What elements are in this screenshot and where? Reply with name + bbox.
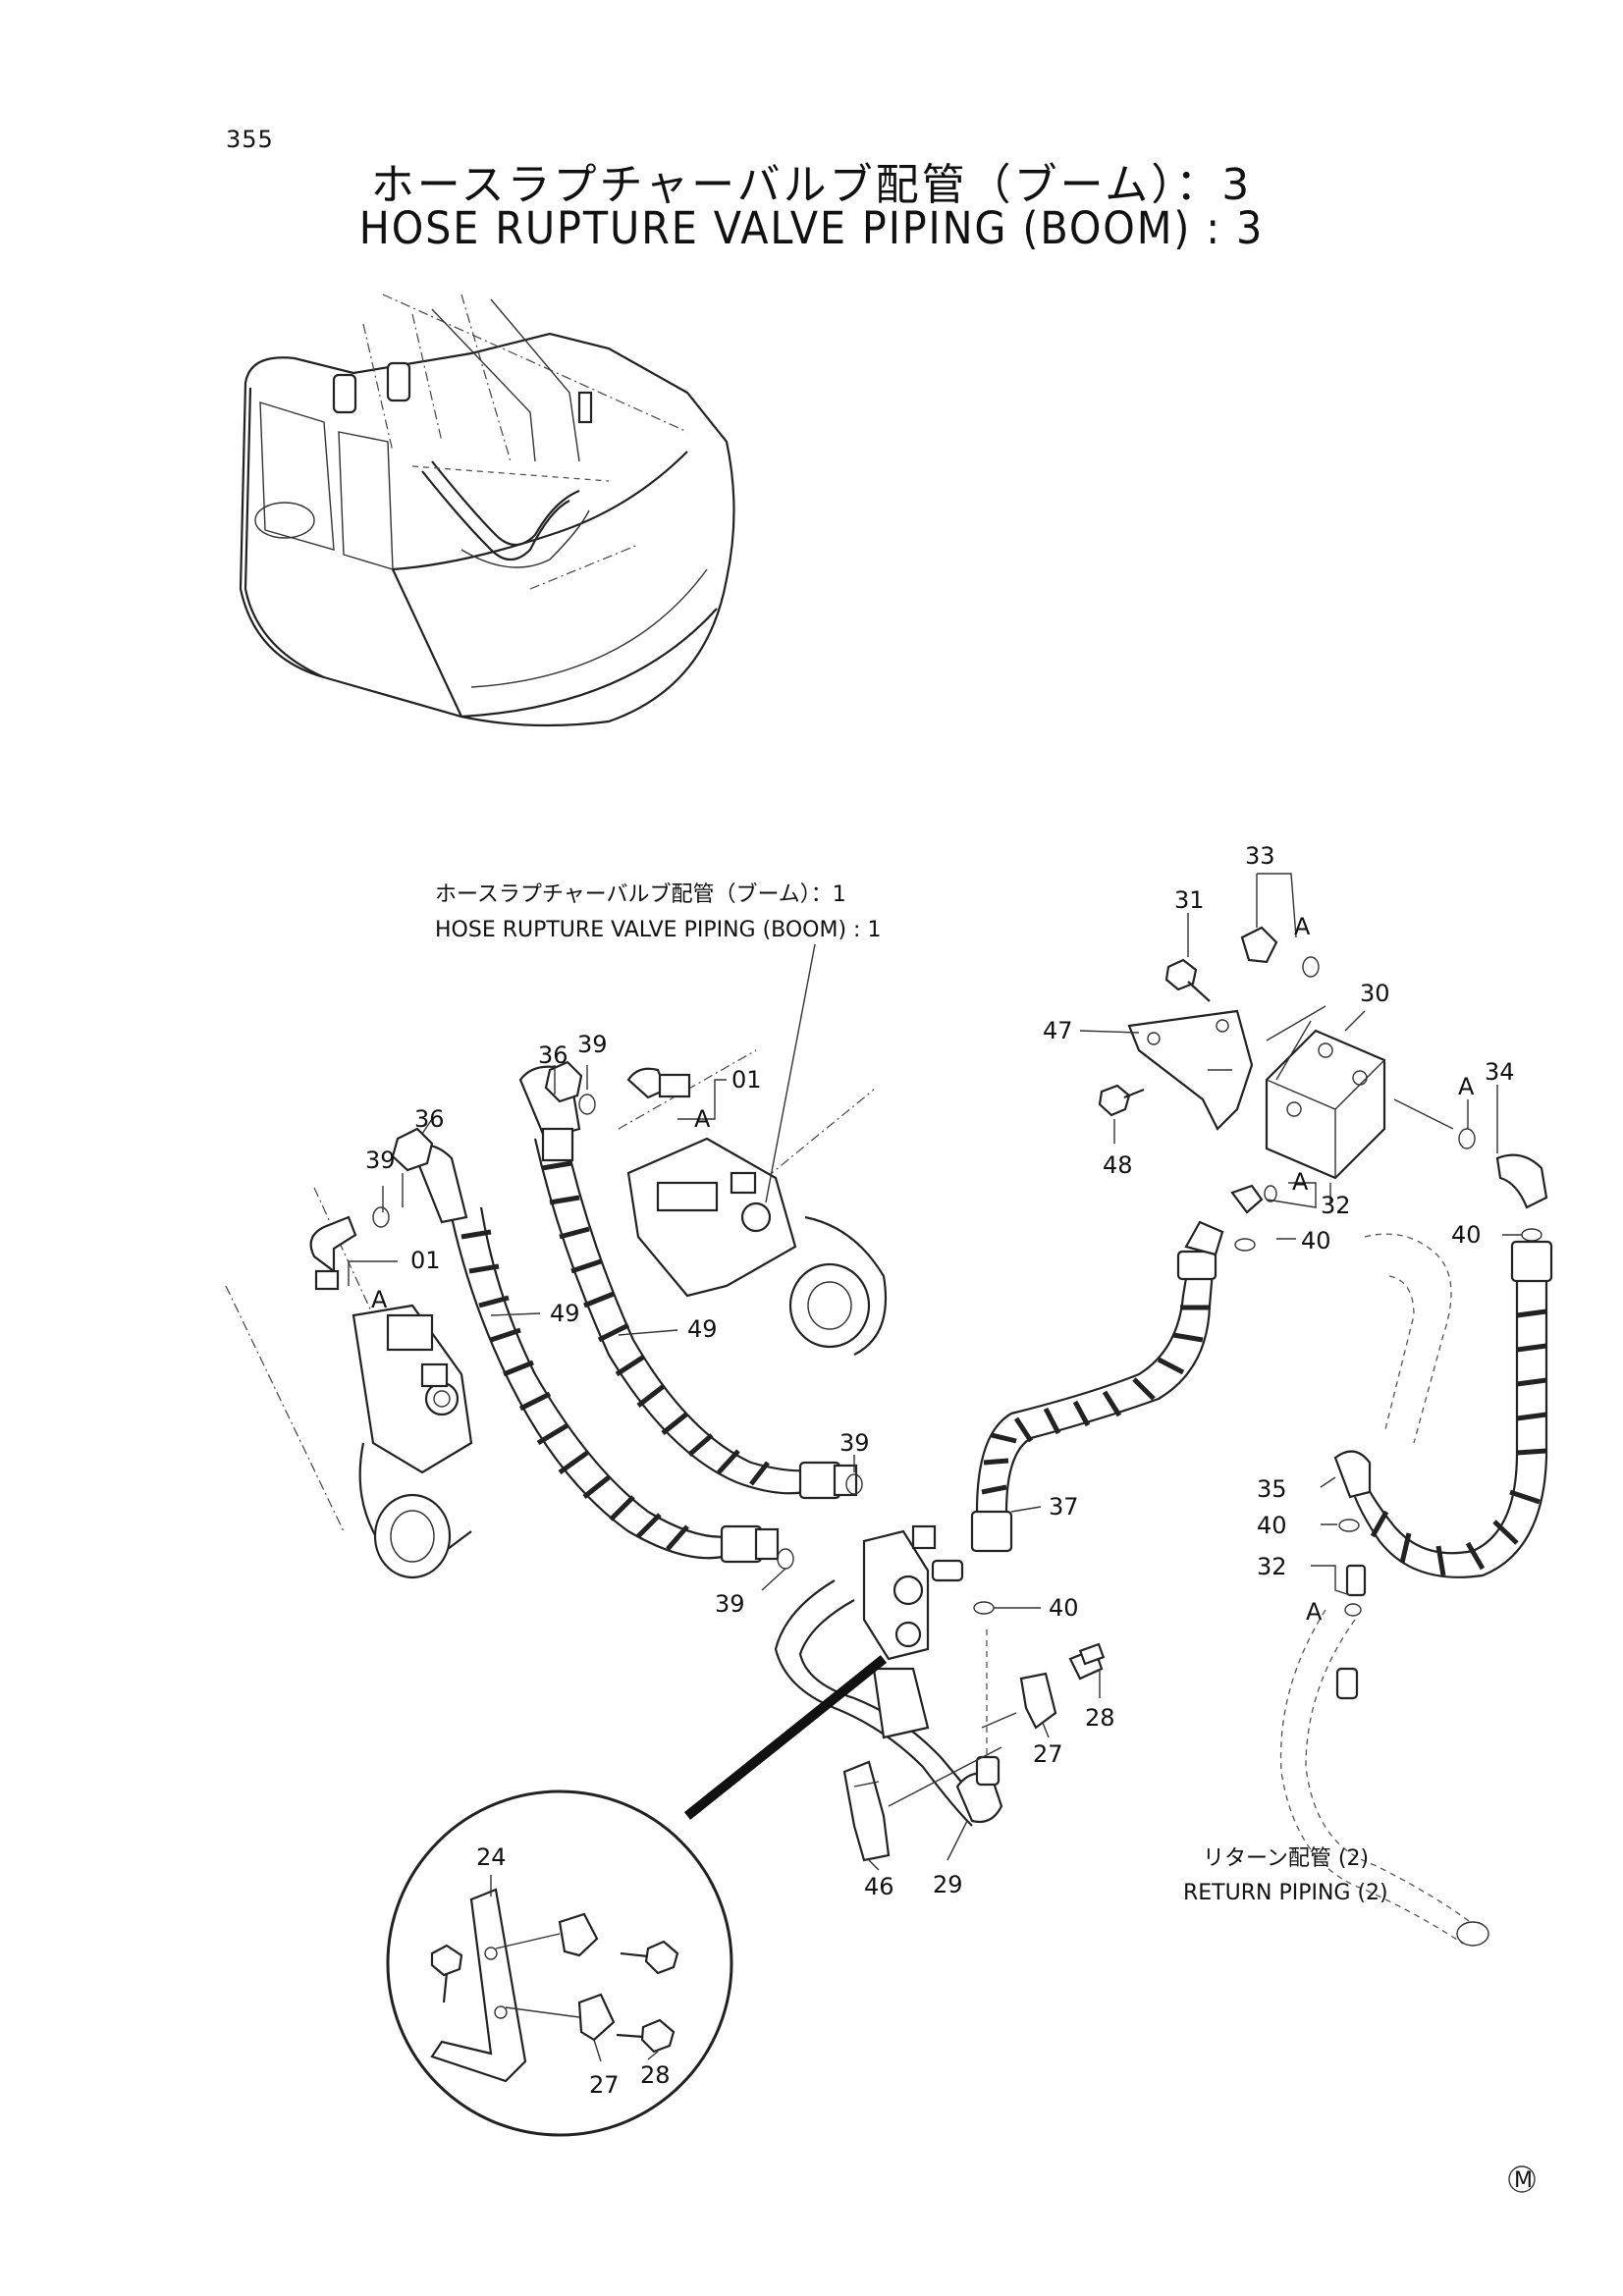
callout-01: 01 xyxy=(731,1066,762,1094)
page-number: 355 xyxy=(226,126,274,153)
callout-33: 33 xyxy=(1245,842,1275,870)
reference-notes: ホースラプチャーバルブ配管（ブーム）：1 HOSE RUPTURE VALVE … xyxy=(435,882,1388,1905)
callout-32: 32 xyxy=(1257,1553,1287,1580)
callout-labels: 33 A 31 30 47 34 A 48 A 32 40 40 36 39 0… xyxy=(365,842,1515,2099)
return-piping-en: RETURN PIPING (2) xyxy=(1183,1881,1388,1905)
callout-40: 40 xyxy=(1451,1221,1482,1249)
clamp-46 xyxy=(842,1746,1002,1862)
callout-29: 29 xyxy=(933,1871,963,1898)
hose-37 xyxy=(970,1220,1224,1553)
m-mark: M xyxy=(1514,2168,1533,2193)
callout-27: 27 xyxy=(589,2071,620,2099)
callout-49: 49 xyxy=(687,1315,718,1343)
valve-block-30 xyxy=(1265,1029,1386,1180)
clamp-27-bolt-28 xyxy=(981,1642,1106,1730)
return-piping-jp: リターン配管 (2) xyxy=(1203,1846,1369,1871)
callout-40: 40 xyxy=(1301,1227,1331,1255)
callout-36: 36 xyxy=(414,1105,445,1133)
callout-32: 32 xyxy=(1321,1192,1351,1219)
fitting-32 xyxy=(1230,1184,1367,1597)
callout-a: A xyxy=(1294,913,1311,940)
callout-47: 47 xyxy=(1043,1017,1073,1044)
reference-piping-1-en: HOSE RUPTURE VALVE PIPING (BOOM) : 1 xyxy=(435,918,881,942)
leader-lines xyxy=(348,873,1536,2193)
return-piping-2 xyxy=(1279,1233,1489,1947)
right-hose xyxy=(1333,1240,1553,1578)
callout-a: A xyxy=(371,1286,388,1313)
callout-31: 31 xyxy=(1174,886,1205,914)
callout-a: A xyxy=(1458,1073,1475,1100)
callout-36: 36 xyxy=(538,1041,568,1069)
callout-39: 39 xyxy=(715,1590,745,1618)
callout-28: 28 xyxy=(640,2061,671,2089)
callout-27: 27 xyxy=(1033,1740,1063,1768)
callout-28: 28 xyxy=(1085,1704,1115,1732)
callout-40: 40 xyxy=(1049,1594,1079,1622)
center-boom-cylinder xyxy=(618,1049,888,1356)
callout-a: A xyxy=(694,1105,711,1133)
callout-01: 01 xyxy=(410,1247,441,1274)
left-boom-cylinder xyxy=(225,1187,473,1579)
callout-a: A xyxy=(1292,1168,1309,1196)
plug-33 xyxy=(1240,926,1278,964)
bracket-47 xyxy=(1127,1009,1254,1131)
callout-46: 46 xyxy=(864,1873,894,1900)
callout-48: 48 xyxy=(1103,1151,1133,1179)
callout-35: 35 xyxy=(1257,1475,1287,1503)
elbow-29 xyxy=(955,1629,1003,1824)
callout-34: 34 xyxy=(1485,1058,1515,1086)
title-english: HOSE RUPTURE VALVE PIPING (BOOM) : 3 xyxy=(358,202,1265,254)
title-japanese: ホースラプチャーバルブ配管（ブーム）：3 xyxy=(370,160,1253,210)
callout-49: 49 xyxy=(550,1300,580,1327)
elbow-34 xyxy=(1275,1020,1548,1209)
callout-37: 37 xyxy=(1049,1493,1079,1521)
junction-piping xyxy=(774,1524,988,1827)
callout-30: 30 xyxy=(1360,980,1390,1007)
callout-39: 39 xyxy=(577,1031,608,1058)
detail-view xyxy=(386,1655,888,2137)
callout-39: 39 xyxy=(839,1429,870,1457)
callout-40: 40 xyxy=(1257,1512,1287,1539)
callout-24: 24 xyxy=(476,1843,507,1871)
callout-39: 39 xyxy=(365,1147,396,1174)
reference-piping-1-jp: ホースラプチャーバルブ配管（ブーム）：1 xyxy=(435,882,846,907)
callout-a: A xyxy=(1306,1598,1323,1626)
bolts-31-48 xyxy=(1098,958,1211,1117)
fitting-01 xyxy=(309,1067,691,1291)
excavator-overview xyxy=(239,294,735,727)
